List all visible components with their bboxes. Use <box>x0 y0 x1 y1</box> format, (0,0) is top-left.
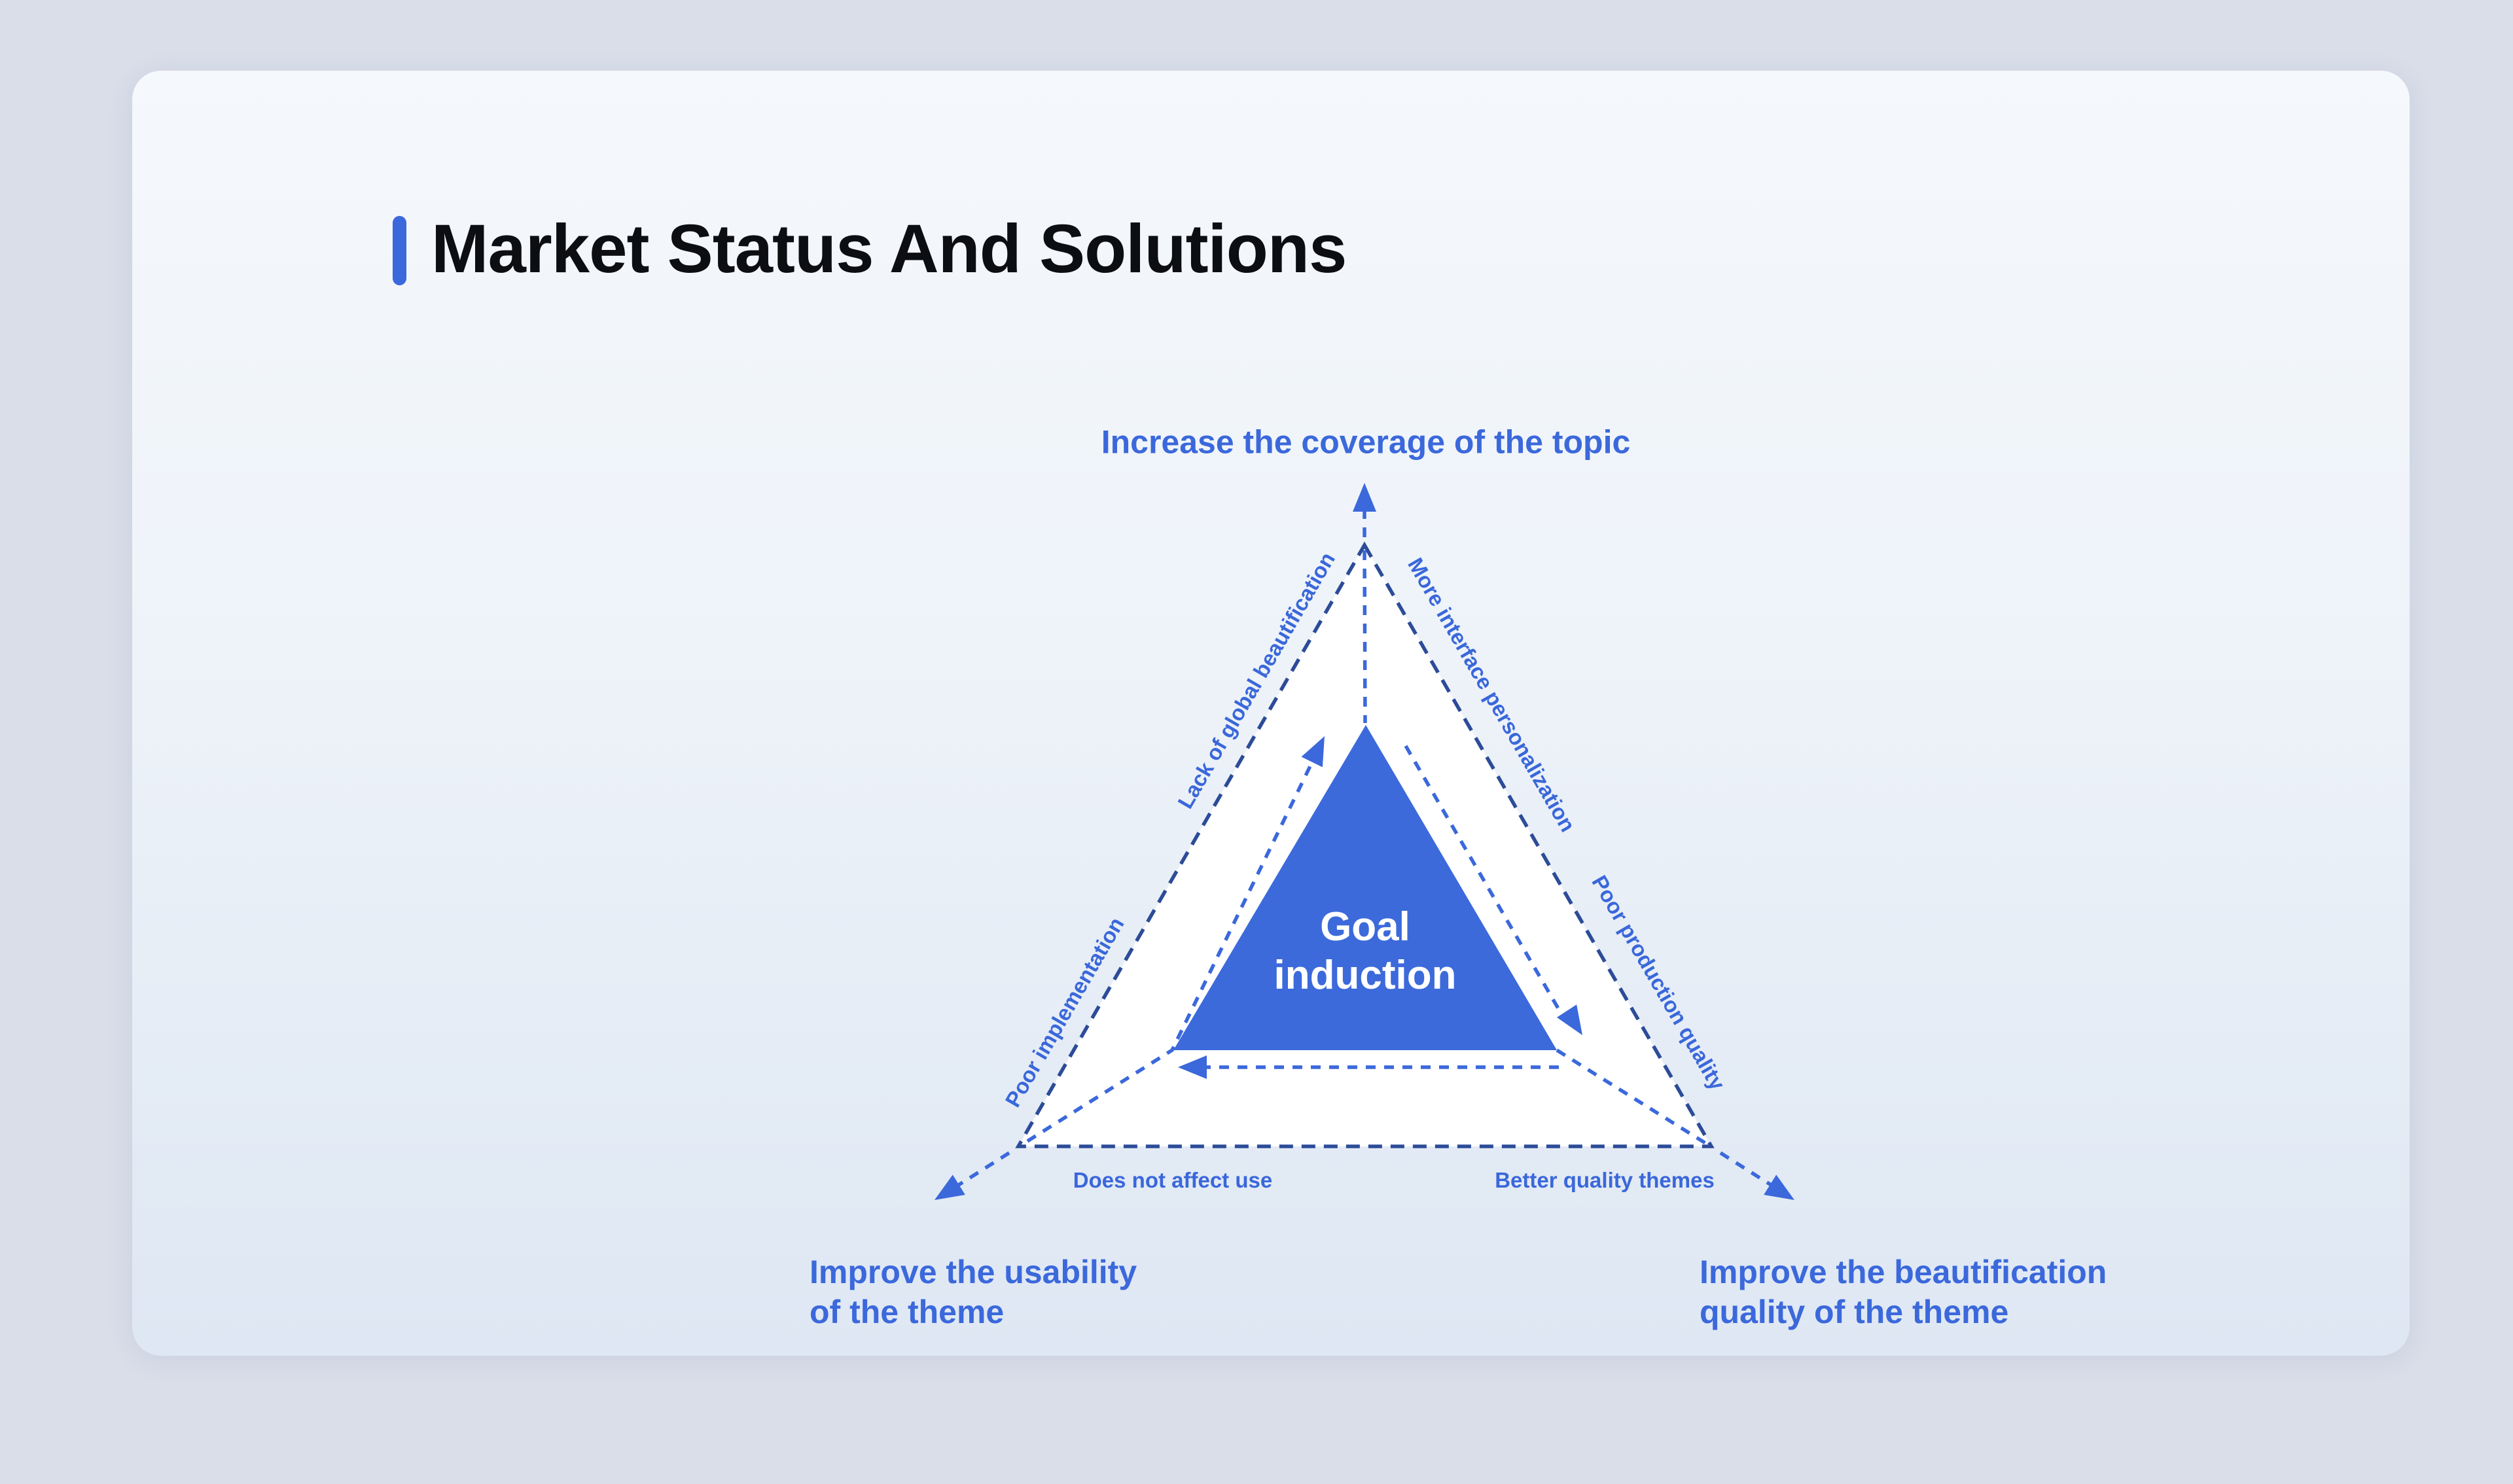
solution-br-line1: Improve the beautification <box>1700 1254 2107 1290</box>
issue-label-better-quality-themes: Better quality themes <box>1495 1168 1715 1192</box>
solution-label-top: Increase the coverage of the topic <box>1101 423 1631 461</box>
slide-header: Market Status And Solutions <box>393 210 1347 287</box>
goal-triangle <box>1173 725 1557 1050</box>
page-title: Market Status And Solutions <box>431 210 1347 287</box>
goal-induction-label: Goal induction <box>1274 903 1457 1000</box>
solution-br-line2: quality of the theme <box>1700 1294 2009 1330</box>
goal-line1: Goal <box>1320 904 1410 949</box>
slide-card: Market Status And Solutions <box>132 71 2410 1356</box>
corner-arrow-down-right-icon <box>1719 1151 1794 1200</box>
solution-label-bottom-right: Improve the beautification quality of th… <box>1700 1252 2107 1332</box>
cycle-arrow-up-left-icon <box>1026 736 1325 1143</box>
goal-line2: induction <box>1274 953 1457 998</box>
solution-bl-line2: of the theme <box>810 1294 1005 1330</box>
triangle-diagram <box>935 483 1794 1200</box>
slide: Market Status And Solutions <box>132 71 2410 1356</box>
issue-label-does-not-affect-use: Does not affect use <box>1073 1168 1273 1192</box>
solution-label-bottom-left: Improve the usability of the theme <box>810 1252 1137 1332</box>
corner-arrow-down-left-icon <box>935 1151 1010 1200</box>
title-accent-bar <box>393 216 406 285</box>
solution-bl-line1: Improve the usability <box>810 1254 1137 1290</box>
cycle-arrow-down-right-icon <box>1404 745 1582 1035</box>
corner-arrow-up-icon <box>1353 483 1376 537</box>
cycle-arrow-left-icon <box>1178 1055 1559 1079</box>
